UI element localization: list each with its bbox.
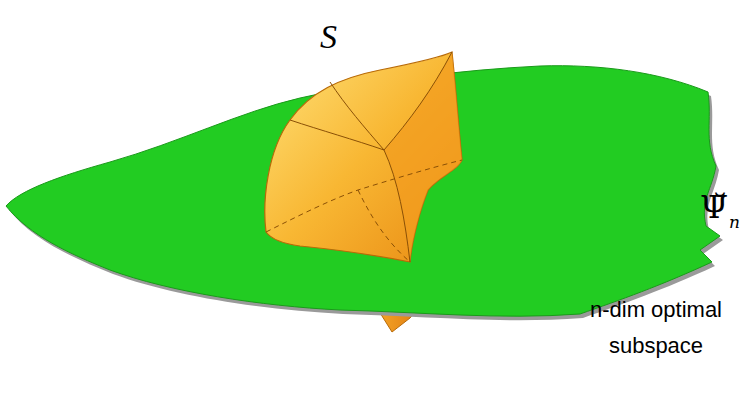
blob-shade — [384, 52, 462, 262]
blob-edge — [384, 52, 452, 150]
caption-note: n-dim optimal subspace — [561, 292, 751, 365]
subspace-symbol: Ψ̆ — [700, 188, 728, 226]
subscript: n — [729, 212, 740, 232]
blob-edge — [330, 82, 384, 150]
set-s-blob — [265, 52, 462, 262]
set-label: S — [320, 18, 337, 56]
blob-hidden-edge — [266, 160, 462, 232]
blob-hidden-edge — [358, 190, 410, 262]
